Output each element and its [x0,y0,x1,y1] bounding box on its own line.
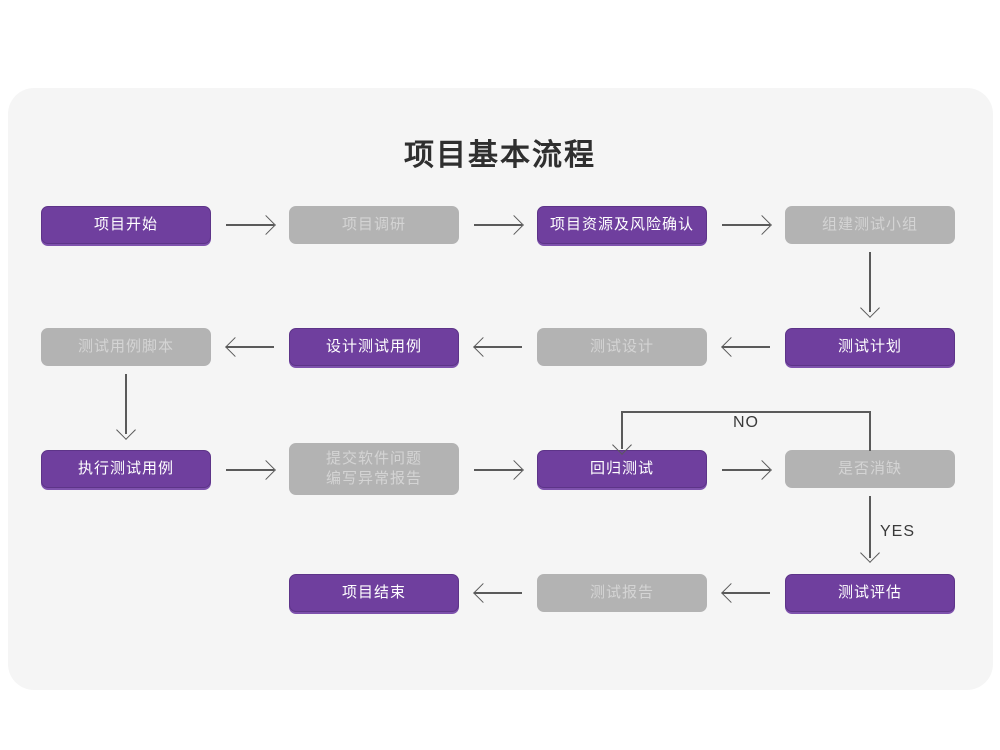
connector-n2-n3-line [474,224,522,226]
node-resource-risk-confirm[interactable]: 项目资源及风险确认 [537,206,707,244]
connector-no-down-line [621,411,623,449]
connector-n9-n10-line [226,469,274,471]
connector-n14-n15-line [474,592,522,594]
node-project-end[interactable]: 项目结束 [289,574,459,612]
connector-yes-line [869,496,871,558]
node-test-design[interactable]: 测试设计 [537,328,707,366]
edge-label-no: NO [733,414,759,431]
connector-n6-n7-line [474,346,522,348]
node-project-research[interactable]: 项目调研 [289,206,459,244]
connector-n11-n12-line [722,469,770,471]
node-execute-test-cases[interactable]: 执行测试用例 [41,450,211,488]
connector-n1-n2-line [226,224,274,226]
connector-n7-n8-line [226,346,274,348]
node-test-report[interactable]: 测试报告 [537,574,707,612]
node-build-test-team[interactable]: 组建测试小组 [785,206,955,244]
connector-n8-n9-line [125,374,127,434]
node-defect-resolved-decision[interactable]: 是否消缺 [785,450,955,488]
connector-no-up-line [869,411,871,451]
node-regression-test[interactable]: 回归测试 [537,450,707,488]
connector-n4-n5-line [869,252,871,312]
node-project-start[interactable]: 项目开始 [41,206,211,244]
connector-n5-n6-line [722,346,770,348]
node-test-evaluation[interactable]: 测试评估 [785,574,955,612]
connector-no-top-line [621,411,871,413]
connector-n3-n4-line [722,224,770,226]
node-test-case-script[interactable]: 测试用例脚本 [41,328,211,366]
diagram-title: 项目基本流程 [404,139,596,172]
connector-n10-n11-line [474,469,522,471]
node-test-plan[interactable]: 测试计划 [785,328,955,366]
node-submit-bug-report[interactable]: 提交软件问题 编写异常报告 [289,443,459,495]
node-design-test-cases[interactable]: 设计测试用例 [289,328,459,366]
connector-n13-n14-line [722,592,770,594]
edge-label-yes: YES [880,523,916,540]
